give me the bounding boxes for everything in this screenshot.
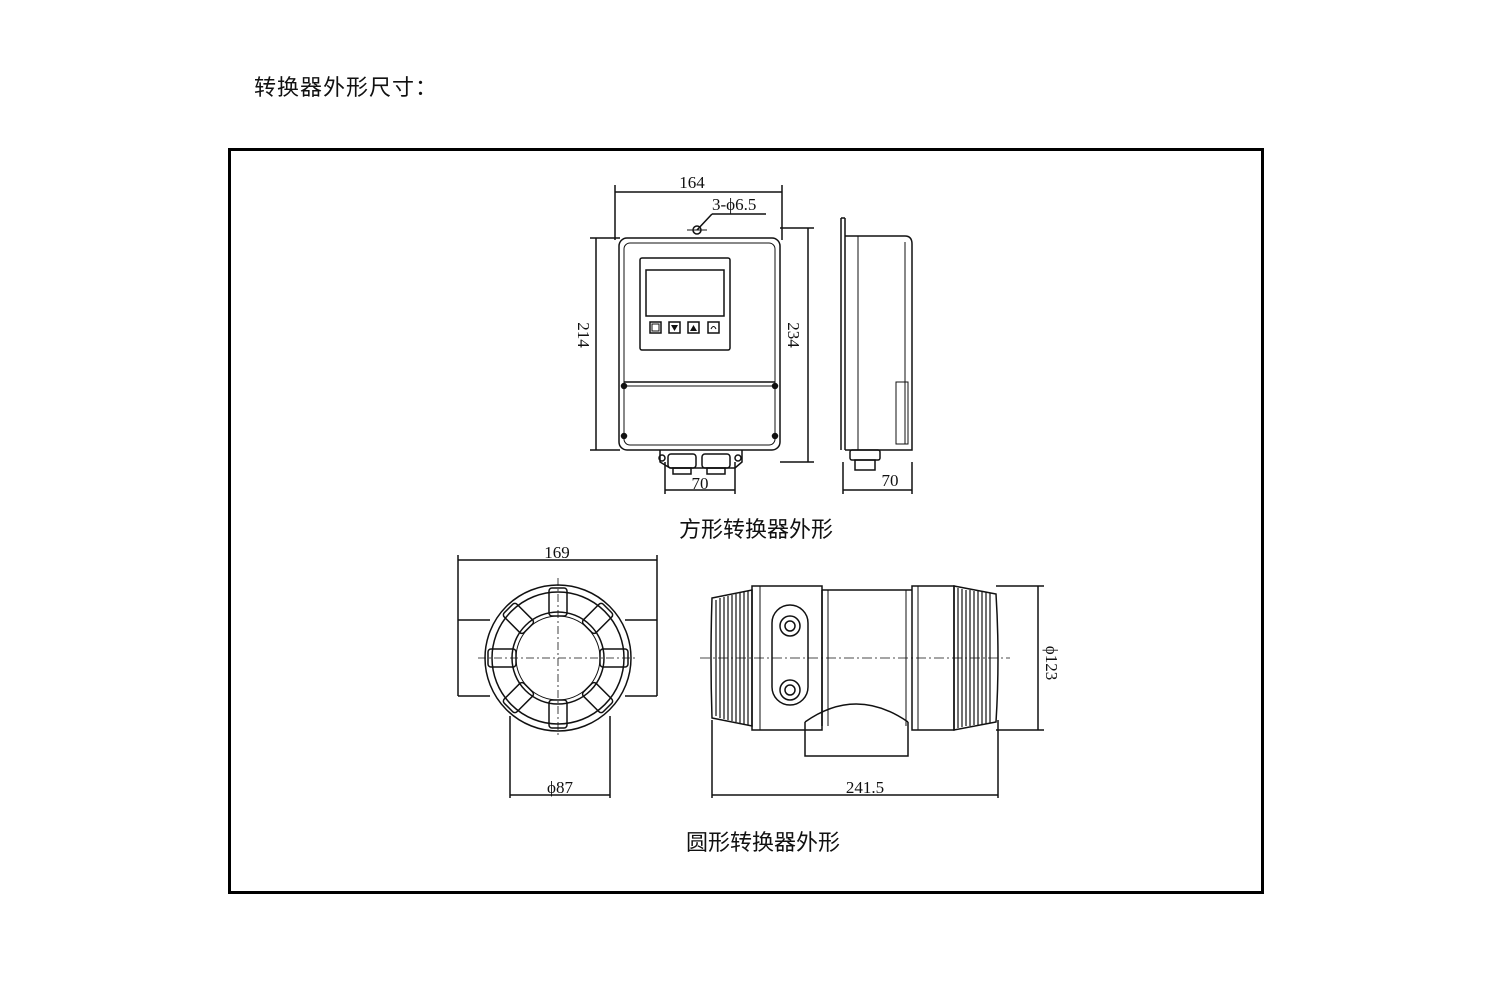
square-caption: 方形转换器外形 xyxy=(679,517,833,542)
square-hole-dim: 3-ϕ6.5 xyxy=(712,195,756,214)
round-diameter-dim: ϕ123 xyxy=(1042,646,1061,680)
square-front-view: 164 3-ϕ6.5 214 234 xyxy=(574,173,814,494)
round-side-view: ϕ123 241.5 xyxy=(700,585,1061,798)
drawing-frame xyxy=(228,148,1264,894)
square-side-view: 70 xyxy=(840,217,913,494)
round-length-dim: 241.5 xyxy=(846,778,884,797)
square-side-depth-dim: 70 xyxy=(882,471,899,490)
square-height-left-dim: 214 xyxy=(574,322,593,348)
square-height-right-dim: 234 xyxy=(784,322,803,348)
round-caption: 圆形转换器外形 xyxy=(686,830,840,855)
round-end-view: 169 ϕ87 xyxy=(457,543,658,798)
page-heading: 转换器外形尺寸： xyxy=(254,76,439,101)
square-bottom-dim: 70 xyxy=(692,474,709,493)
round-base-dim: ϕ87 xyxy=(547,778,573,797)
square-width-dim: 164 xyxy=(679,173,705,192)
round-width-dim: 169 xyxy=(544,543,570,562)
